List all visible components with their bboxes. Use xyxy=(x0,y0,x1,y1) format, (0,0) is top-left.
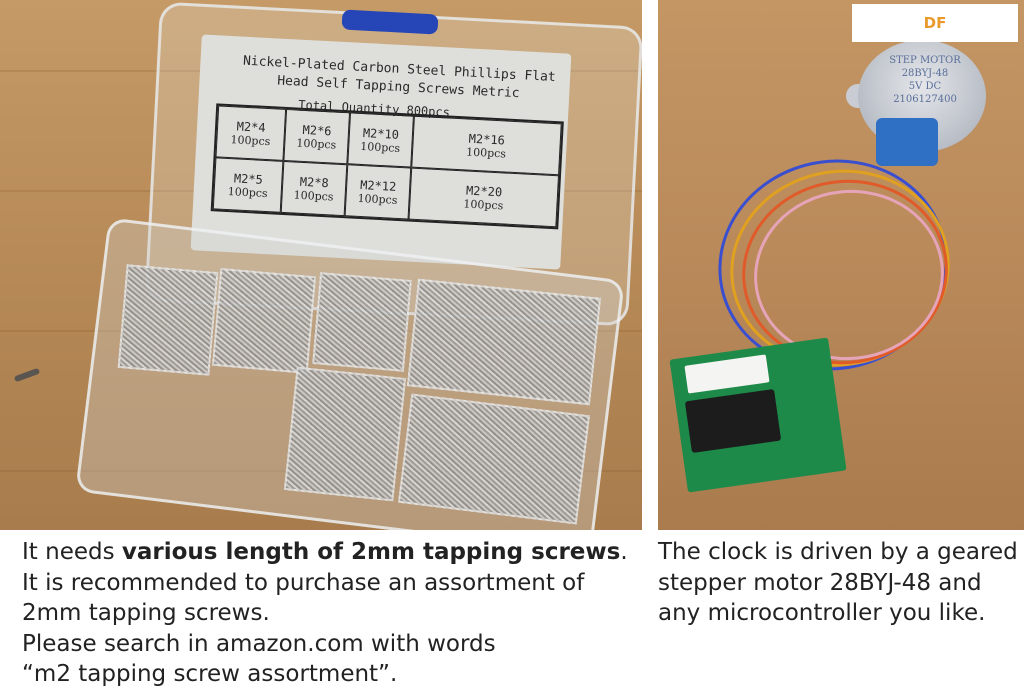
qty-label: 100pcs xyxy=(230,132,271,148)
loose-screw xyxy=(13,367,41,383)
screw-compartment xyxy=(283,366,407,502)
caption-line: any microcontroller you like. xyxy=(658,600,986,626)
motor-label-line: 5V DC xyxy=(908,81,942,92)
caption-line: Please search in amazon.com with words xyxy=(22,630,496,657)
motor-wire-cover xyxy=(876,118,938,166)
motor-label: STEP MOTOR 28BYJ-48 5V DC 2106127400 xyxy=(880,54,970,106)
size-label: M2*8 xyxy=(299,174,330,190)
caption-line: “m2 tapping screw assortment”. xyxy=(22,661,398,687)
qty-label: 100pcs xyxy=(227,184,268,200)
caption-line: stepper motor 28BYJ-48 and xyxy=(658,569,982,596)
size-label: M2*4 xyxy=(236,118,266,135)
screw-compartment xyxy=(117,264,219,376)
motor-label-line: 28BYJ-48 xyxy=(901,68,949,79)
motor-label-line: STEP MOTOR xyxy=(889,55,961,66)
qty-label: 100pcs xyxy=(293,188,334,204)
left-caption: It needs various length of 2mm tapping s… xyxy=(22,537,642,690)
caption-line: It is recommended to purchase an assortm… xyxy=(22,569,585,596)
caption-line: 2mm tapping screws. xyxy=(22,600,270,626)
right-caption: The clock is driven by a geared stepper … xyxy=(658,537,1024,629)
qty-label: 100pcs xyxy=(360,139,401,155)
screw-compartment xyxy=(406,278,602,406)
qty-label: 100pcs xyxy=(465,144,507,161)
caption-text: It needs xyxy=(22,539,122,565)
caption-line: The clock is driven by a geared xyxy=(658,539,1018,565)
label-title: Nickel-Plated Carbon Steel Phillips Flat… xyxy=(242,53,557,102)
motor-label-line: 2106127400 xyxy=(893,94,957,105)
stepper-motor-photo: STEP MOTOR 28BYJ-48 5V DC 2106127400 DF xyxy=(658,0,1024,530)
qty-label: 100pcs xyxy=(296,136,337,152)
caption-text: . xyxy=(620,539,628,565)
size-label: M2*6 xyxy=(302,122,332,138)
qty-label: 100pcs xyxy=(463,196,504,212)
screw-compartment xyxy=(397,393,591,525)
watermark-logo: DF xyxy=(852,4,1018,42)
qty-label: 100pcs xyxy=(357,191,398,207)
caption-emphasis: various length of 2mm tapping screws xyxy=(121,539,621,565)
screw-compartment xyxy=(312,272,412,372)
caption-line: It needs various length of 2mm tapping s… xyxy=(22,537,642,568)
screw-compartment xyxy=(211,268,317,374)
screw-assortment-photo: Nickel-Plated Carbon Steel Phillips Flat… xyxy=(0,0,642,530)
size-label: M2*5 xyxy=(233,170,264,187)
